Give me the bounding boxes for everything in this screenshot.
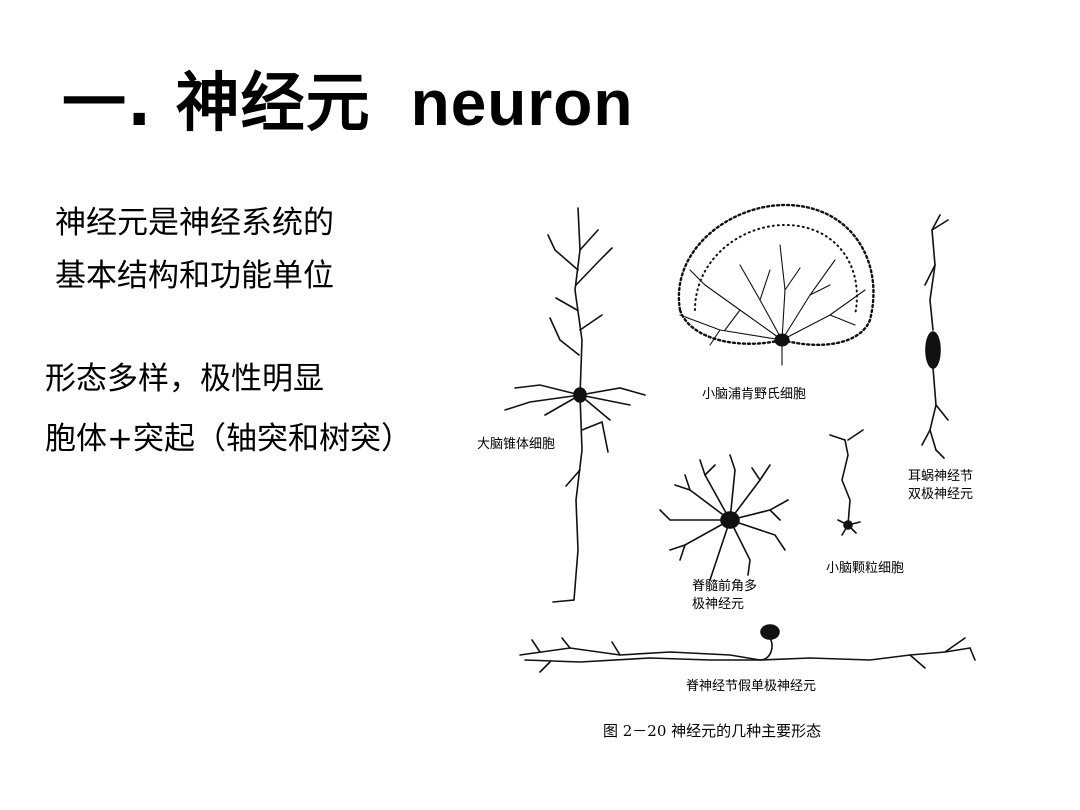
label-purkinje: 小脑浦肯野氏细胞 bbox=[702, 387, 807, 402]
granule-neuron-drawing bbox=[829, 429, 864, 536]
motor-neuron-drawing bbox=[659, 454, 789, 581]
definition-line-1: 神经元是神经系统的 bbox=[55, 205, 334, 241]
label-pseudounipolar: 脊神经节假单极神经元 bbox=[686, 679, 817, 694]
figure-caption: 图 2－20 神经元的几种主要形态 bbox=[603, 722, 822, 740]
label-bipolar-line-1: 耳蜗神经节 bbox=[908, 469, 974, 484]
point-morphology: 形态多样，极性明显 bbox=[45, 361, 324, 397]
label-bipolar-line-2: 双极神经元 bbox=[908, 487, 974, 502]
label-granule: 小脑颗粒细胞 bbox=[826, 561, 905, 576]
pseudounipolar-neuron-drawing bbox=[519, 624, 976, 673]
purkinje-neuron-drawing bbox=[677, 203, 875, 366]
neuron-drawings bbox=[504, 203, 976, 673]
definition-line-2: 基本结构和功能单位 bbox=[55, 258, 334, 294]
label-pyramidal: 大脑锥体细胞 bbox=[477, 437, 556, 452]
title-chinese: 一. 神经元 bbox=[62, 67, 371, 141]
point-structure: 胞体+突起（轴突和树突） bbox=[45, 421, 412, 457]
label-motor-line-1: 脊髓前角多 bbox=[692, 579, 758, 594]
pyramidal-neuron-drawing bbox=[504, 207, 646, 603]
bipolar-neuron-drawing bbox=[921, 214, 949, 459]
slide-title: 一. 神经元 neuron bbox=[62, 52, 633, 144]
title-english: neuron bbox=[410, 67, 634, 139]
neuron-types-figure: 小脑浦肯野氏细胞 大脑锥体细胞 耳蜗神经节 双极神经元 脊髓前角多 极神经元 小… bbox=[470, 190, 1080, 750]
label-motor-line-2: 极神经元 bbox=[692, 597, 745, 612]
